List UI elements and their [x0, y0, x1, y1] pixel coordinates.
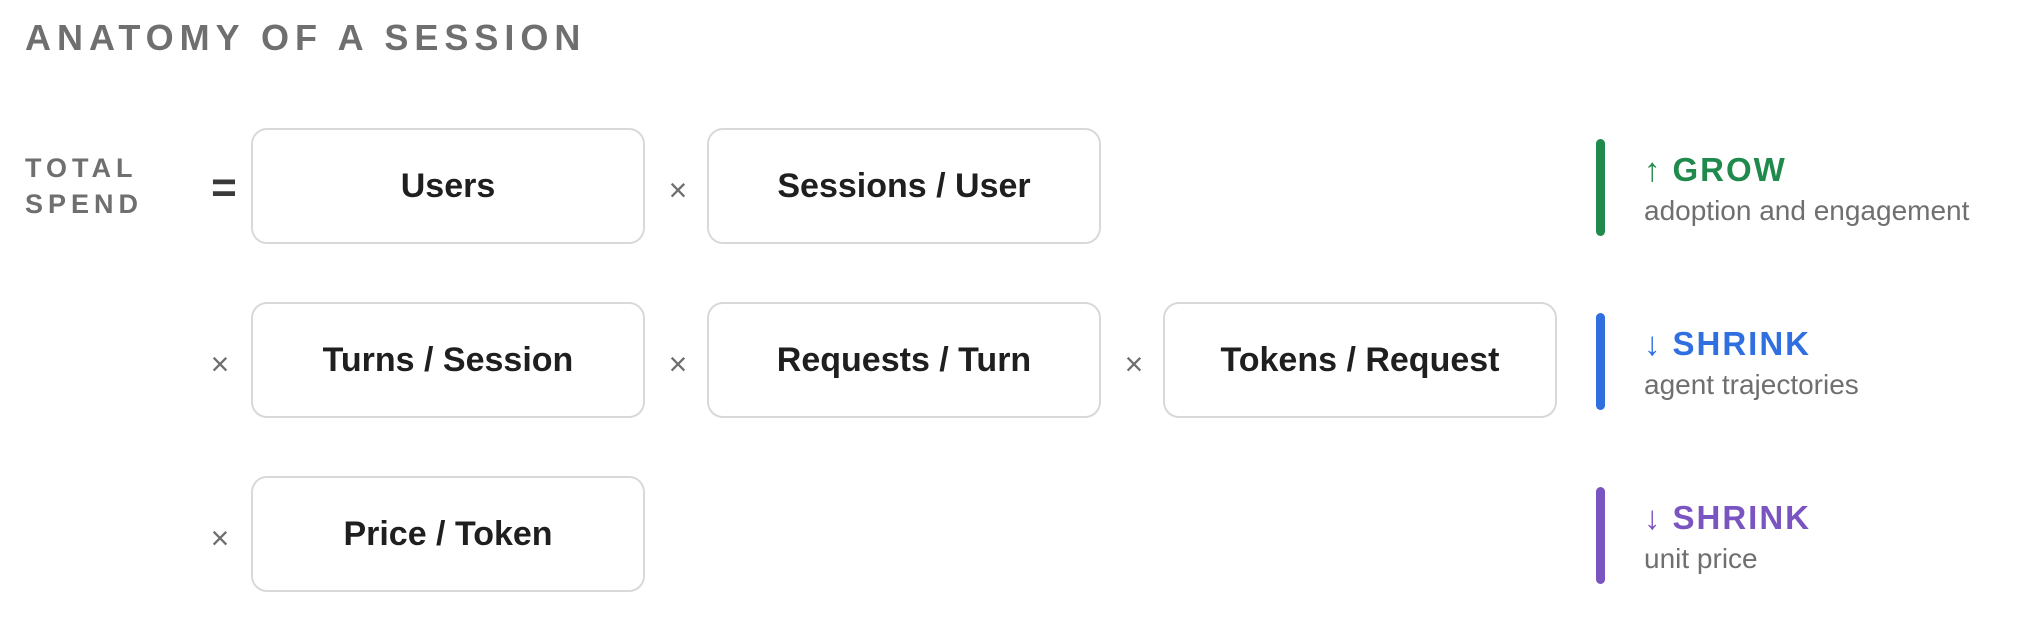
times-operator: ×	[210, 520, 230, 556]
down-arrow-icon: ↓	[1644, 499, 1663, 536]
shrink-label: SHRINK	[1672, 499, 1812, 536]
factor-box-price-per-token: Price / Token	[251, 476, 645, 592]
grow-heading: ↑GROW	[1644, 151, 1787, 189]
factor-box-tokens-per-request: Tokens / Request	[1163, 302, 1557, 418]
times-operator: ×	[668, 172, 688, 208]
diagram-title: ANATOMY OF A SESSION	[25, 17, 587, 58]
times-operator: ×	[1124, 346, 1144, 382]
equals-operator: =	[211, 163, 237, 212]
down-arrow-icon: ↓	[1644, 325, 1663, 362]
shrink-price-heading: ↓SHRINK	[1644, 499, 1811, 537]
shrink-label: SHRINK	[1672, 325, 1812, 362]
grow-indicator-bar	[1596, 139, 1605, 236]
grow-description: adoption and engagement	[1644, 195, 1970, 226]
total-label-line-1: TOTAL	[25, 153, 138, 183]
shrink-trajectories-description: agent trajectories	[1644, 369, 1859, 400]
factor-box-users: Users	[251, 128, 645, 244]
shrink-price-description: unit price	[1644, 543, 1758, 574]
factor-box-requests-per-turn: Requests / Turn	[707, 302, 1101, 418]
total-spend-label: TOTAL SPEND	[25, 150, 143, 222]
shrink-trajectories-indicator-bar	[1596, 313, 1605, 410]
times-operator: ×	[210, 346, 230, 382]
shrink-trajectories-heading: ↓SHRINK	[1644, 325, 1811, 363]
times-operator: ×	[668, 346, 688, 382]
total-label-line-2: SPEND	[25, 189, 144, 219]
factor-box-sessions-per-user: Sessions / User	[707, 128, 1101, 244]
up-arrow-icon: ↑	[1644, 151, 1663, 188]
grow-label: GROW	[1672, 151, 1787, 188]
shrink-price-indicator-bar	[1596, 487, 1605, 584]
factor-box-turns-per-session: Turns / Session	[251, 302, 645, 418]
